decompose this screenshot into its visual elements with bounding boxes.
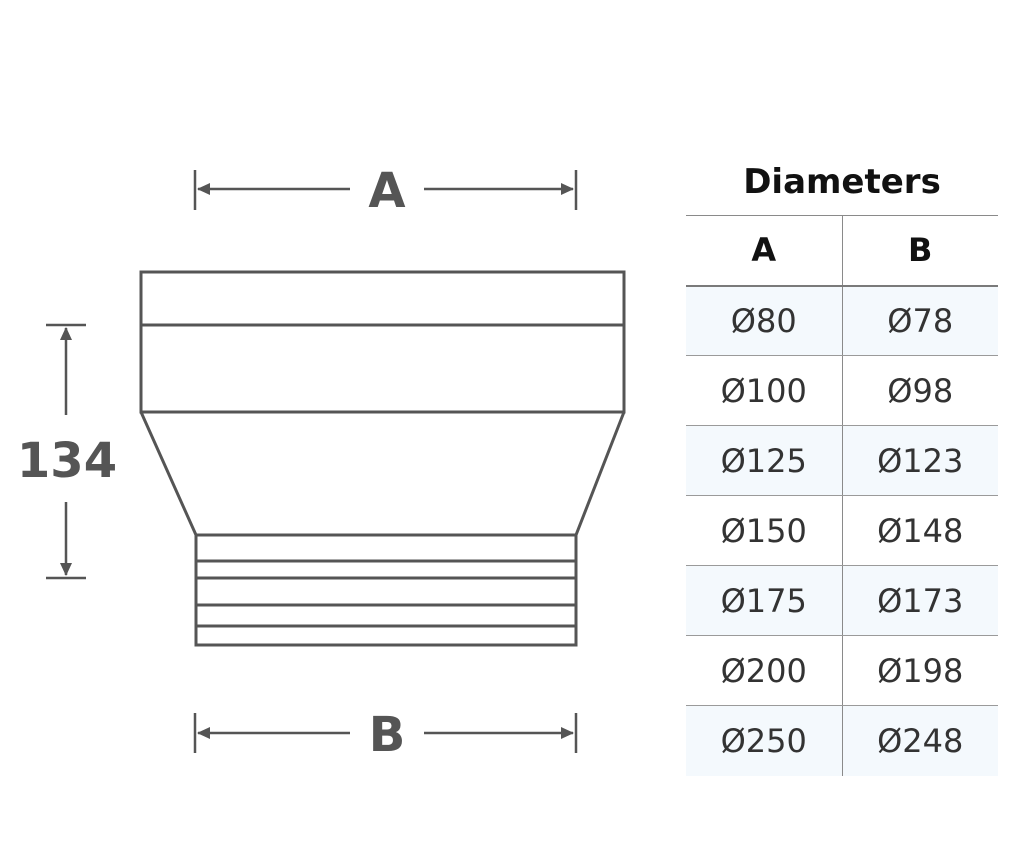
dimension-b-label: B bbox=[369, 707, 406, 763]
table-row: Ø200 Ø198 bbox=[686, 635, 998, 706]
cell-b: Ø198 bbox=[842, 635, 998, 706]
height-label: 134 bbox=[17, 433, 117, 489]
dimension-a-left-arrow bbox=[197, 183, 210, 195]
table-row: Ø250 Ø248 bbox=[686, 705, 998, 776]
dimension-height: 134 bbox=[17, 323, 117, 580]
cell-b: Ø78 bbox=[842, 285, 998, 356]
dimension-b-left-arrow bbox=[197, 727, 210, 739]
cell-b: Ø248 bbox=[842, 705, 998, 776]
cell-b: Ø98 bbox=[842, 355, 998, 426]
dimension-a-right-arrow bbox=[561, 183, 574, 195]
cell-b: Ø123 bbox=[842, 425, 998, 496]
cell-a: Ø200 bbox=[686, 635, 843, 706]
reducer-bottom-spigot bbox=[194, 533, 578, 647]
cell-b: Ø148 bbox=[842, 495, 998, 566]
table-header-row: A B bbox=[686, 215, 998, 287]
table-row: Ø150 Ø148 bbox=[686, 495, 998, 566]
reducer-taper bbox=[139, 411, 626, 537]
header-b: B bbox=[842, 215, 998, 287]
cell-a: Ø80 bbox=[686, 285, 843, 356]
cell-a: Ø175 bbox=[686, 565, 843, 636]
diameters-table: A B Ø80 Ø78 Ø100 Ø98 Ø125 Ø123 Ø150 Ø148… bbox=[686, 215, 998, 776]
dimension-a: A bbox=[193, 163, 578, 219]
cell-a: Ø250 bbox=[686, 705, 843, 776]
table-row: Ø175 Ø173 bbox=[686, 565, 998, 636]
table-row: Ø100 Ø98 bbox=[686, 355, 998, 426]
table-row: Ø125 Ø123 bbox=[686, 425, 998, 496]
table-title: Diameters bbox=[743, 162, 941, 202]
dimension-b-right-arrow bbox=[561, 727, 574, 739]
reducer-top-collar bbox=[139, 270, 626, 414]
cell-a: Ø150 bbox=[686, 495, 843, 566]
height-top-arrow bbox=[60, 327, 72, 340]
dimension-a-label: A bbox=[368, 163, 405, 219]
reducer-body bbox=[139, 270, 626, 647]
table-row: Ø80 Ø78 bbox=[686, 285, 998, 356]
cell-a: Ø100 bbox=[686, 355, 843, 426]
cell-b: Ø173 bbox=[842, 565, 998, 636]
dimension-b: B bbox=[193, 707, 578, 763]
header-a: A bbox=[686, 215, 843, 287]
height-bottom-arrow bbox=[60, 563, 72, 576]
cell-a: Ø125 bbox=[686, 425, 843, 496]
